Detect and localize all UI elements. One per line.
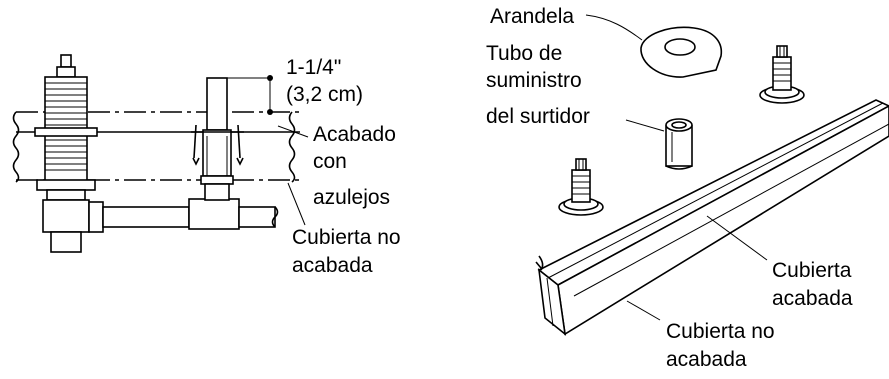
unfinished-deck-leader-left — [287, 182, 306, 226]
unfinished-deck-label-right-2: acabada — [666, 348, 747, 371]
valve-threads — [45, 82, 87, 171]
tile-finish-label-1: Acabado — [313, 123, 396, 146]
counter-slab — [535, 99, 889, 336]
unfinished-deck-leader-right — [626, 300, 661, 321]
valve-flange-nut — [34, 127, 98, 137]
deck-left-edge — [12, 111, 20, 183]
tile-finish-label-3: azulejos — [313, 186, 390, 209]
valve-elbow-body — [42, 199, 90, 233]
finished-deck-leader — [706, 215, 768, 261]
valve-inlet — [50, 231, 82, 253]
deck-right-edge — [288, 111, 296, 183]
left-valve — [34, 54, 98, 253]
right-diagram: Arandela Tubo de suministro del surtidor… — [486, 5, 889, 371]
washer — [640, 26, 723, 78]
spout-supply-label-1: Tubo de — [486, 42, 562, 65]
valve-stem-tip — [60, 54, 72, 68]
tile-finish-label-2: con — [313, 150, 347, 173]
supply-pipe — [88, 198, 279, 233]
finished-deck-label-2: acabada — [772, 287, 853, 310]
dimension-label-cm: (3,2 cm) — [286, 83, 363, 106]
washer-leader — [585, 14, 643, 41]
spout-supply-label-3: del surtidor — [486, 105, 590, 128]
dimension-marker — [217, 75, 273, 115]
unfinished-deck-label-right-1: Cubierta no — [666, 320, 775, 343]
dimension-label-inches: 1-1/4" — [286, 56, 341, 79]
washer-label: Arandela — [490, 5, 574, 28]
valve-lower-left — [558, 158, 604, 216]
spout-tube — [206, 77, 228, 131]
left-diagram: 1-1/4" (3,2 cm) Acabado con azulejos Cub… — [12, 54, 401, 277]
spout-assembly — [191, 77, 244, 201]
spout-supply-leader — [625, 119, 665, 132]
finished-deck-label-1: Cubierta — [772, 259, 852, 282]
tile-finish-leader — [277, 125, 309, 138]
unfinished-deck-label-left-2: acabada — [292, 254, 373, 277]
spout-supply-tube — [665, 118, 693, 170]
valve-lock-nut — [36, 179, 96, 191]
unfinished-deck-label-left-1: Cubierta no — [292, 226, 401, 249]
spout-supply-label-2: suministro — [486, 69, 582, 92]
valve-top-right — [759, 45, 805, 104]
